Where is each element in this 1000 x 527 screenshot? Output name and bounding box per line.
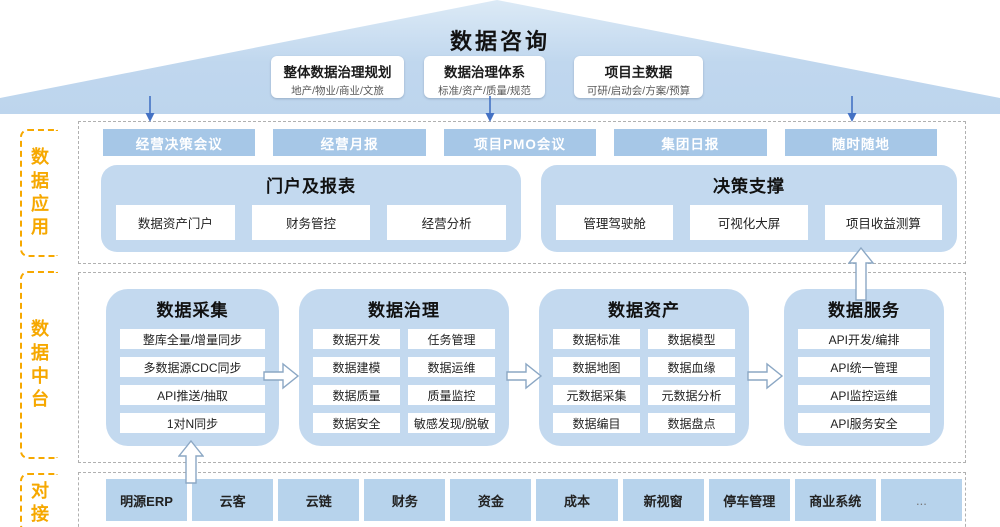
- right-arrow-icon: [263, 362, 300, 390]
- roof-box-subtitle: 地产/物业/商业/文旅: [291, 85, 384, 97]
- panel-item: 元数据采集: [553, 385, 640, 405]
- panel-item: 数据运维: [408, 357, 495, 377]
- up-arrow-icon: [848, 247, 874, 301]
- right-arrow-icon: [506, 362, 543, 390]
- panel-item: 管理驾驶舱: [556, 205, 674, 240]
- panel-items: 管理驾驶舱 可视化大屏 项目收益测算: [556, 205, 942, 240]
- panel-item: 1对N同步: [120, 413, 265, 433]
- panel-item: 数据编目: [553, 413, 640, 433]
- integration-system: 云链: [278, 479, 360, 521]
- panel-item: 质量监控: [408, 385, 495, 405]
- roof-box-title: 项目主数据: [604, 65, 673, 80]
- panel-item: 数据开发: [313, 329, 400, 349]
- panel-item: 数据建模: [313, 357, 400, 377]
- side-label-integration: 对接: [20, 473, 58, 527]
- panel-item: 财务管控: [251, 205, 371, 240]
- app-button-group-daily: 集团日报: [614, 129, 767, 156]
- side-label-data-platform: 数据中台: [20, 271, 58, 459]
- panel-item: 数据标准: [553, 329, 640, 349]
- integration-system: 新视窗: [622, 479, 704, 521]
- integration-system-row: 明源ERP 云客 云链 财务 资金 成本 新视窗 停车管理 商业系统 ...: [106, 479, 962, 521]
- app-button-decision-meeting: 经营决策会议: [103, 129, 256, 156]
- panel-data-governance: 数据治理 数据开发 任务管理 数据建模 数据运维 数据质量 质量监控 数据安全 …: [299, 289, 509, 446]
- section-integration: 明源ERP 云客 云链 财务 资金 成本 新视窗 停车管理 商业系统 ...: [78, 472, 966, 527]
- panel-data-services: 数据服务 API开发/编排 API统一管理 API监控运维 API服务安全: [784, 289, 944, 446]
- panel-item: 任务管理: [408, 329, 495, 349]
- panel-data-assets: 数据资产 数据标准 数据模型 数据地图 数据血缘 元数据采集 元数据分析 数据编…: [539, 289, 749, 446]
- roof-box-governance-plan: 整体数据治理规划 地产/物业/商业/文旅: [271, 56, 404, 98]
- panel-title: 数据服务: [828, 301, 900, 320]
- panel-item: 数据质量: [313, 385, 400, 405]
- roof-title: 数据咨询: [449, 29, 550, 54]
- integration-system: 财务: [364, 479, 446, 521]
- panel-item: API监控运维: [798, 385, 930, 405]
- panel-title: 决策支撑: [713, 177, 785, 196]
- integration-system: 明源ERP: [106, 479, 188, 521]
- roof-box-title: 整体数据治理规划: [283, 65, 392, 80]
- panel-item: 多数据源CDC同步: [120, 357, 265, 377]
- panel-items: 整库全量/增量同步 多数据源CDC同步 API推送/抽取 1对N同步: [120, 329, 265, 433]
- roof-box-title: 数据治理体系: [444, 65, 525, 80]
- integration-system: 云客: [192, 479, 274, 521]
- panel-item: 整库全量/增量同步: [120, 329, 265, 349]
- panel-title: 数据采集: [156, 301, 229, 320]
- panel-title: 数据资产: [608, 301, 680, 320]
- roof-box-subtitle: 可研/启动会/方案/预算: [586, 85, 691, 97]
- panel-item: 数据安全: [313, 413, 400, 433]
- panel-item: 数据资产门户: [116, 205, 235, 240]
- integration-system: 停车管理: [708, 479, 790, 521]
- panel-item: 数据血缘: [648, 357, 735, 377]
- side-label-text: 数据中台: [31, 319, 49, 410]
- panel-item: API统一管理: [798, 357, 930, 377]
- panel-title: 数据治理: [368, 301, 440, 320]
- integration-system: 商业系统: [794, 479, 876, 521]
- panel-item: 项目收益测算: [824, 205, 942, 240]
- panel-title: 门户及报表: [266, 177, 356, 196]
- roof-box-subtitle: 标准/资产/质量/规范: [438, 85, 531, 97]
- right-arrow-icon: [747, 362, 784, 390]
- side-label-data-application: 数据应用: [20, 129, 58, 257]
- panel-item: 敏感发现/脱敏: [408, 413, 495, 433]
- panel-portal-reports: 门户及报表 数据资产门户 财务管控 经营分析: [101, 165, 521, 252]
- app-button-pmo-meeting: 项目PMO会议: [443, 129, 597, 156]
- side-label-text: 对接: [31, 480, 49, 524]
- panel-item: API服务安全: [798, 413, 930, 433]
- up-arrow-icon: [178, 440, 204, 484]
- panel-item: 可视化大屏: [690, 205, 808, 240]
- panel-item: 元数据分析: [648, 385, 735, 405]
- panel-item: 数据盘点: [648, 413, 735, 433]
- down-arrow-icon: [145, 96, 155, 122]
- panel-item: 经营分析: [387, 205, 507, 240]
- side-label-text: 数据应用: [31, 147, 49, 238]
- panel-items: 数据标准 数据模型 数据地图 数据血缘 元数据采集 元数据分析 数据编目 数据盘…: [553, 329, 735, 433]
- panel-items: API开发/编排 API统一管理 API监控运维 API服务安全: [798, 329, 930, 433]
- section-data-application: 经营决策会议 经营月报 项目PMO会议 集团日报 随时随地 门户及报表 数据资产…: [78, 121, 966, 264]
- section-data-platform: 数据采集 整库全量/增量同步 多数据源CDC同步 API推送/抽取 1对N同步 …: [78, 272, 966, 463]
- integration-system: 成本: [536, 479, 618, 521]
- panel-decision-support: 决策支撑 管理驾驶舱 可视化大屏 项目收益测算: [541, 165, 957, 252]
- roof-box-governance-system: 数据治理体系 标准/资产/质量/规范: [424, 56, 545, 98]
- integration-system-more: ...: [880, 479, 962, 521]
- panel-item: 数据地图: [553, 357, 640, 377]
- panel-item: API推送/抽取: [120, 385, 265, 405]
- integration-system: 资金: [450, 479, 532, 521]
- panel-item: API开发/编排: [798, 329, 930, 349]
- app-button-monthly-report: 经营月报: [273, 129, 426, 156]
- down-arrow-icon: [485, 96, 495, 122]
- panel-items: 数据开发 任务管理 数据建模 数据运维 数据质量 质量监控 数据安全 敏感发现/…: [313, 329, 495, 433]
- roof-box-project-master-data: 项目主数据 可研/启动会/方案/预算: [574, 56, 703, 98]
- down-arrow-icon: [847, 96, 857, 122]
- panel-data-collection: 数据采集 整库全量/增量同步 多数据源CDC同步 API推送/抽取 1对N同步: [106, 289, 279, 446]
- application-button-row: 经营决策会议 经营月报 项目PMO会议 集团日报 随时随地: [103, 129, 938, 156]
- panel-item: 数据模型: [648, 329, 735, 349]
- app-button-anytime: 随时随地: [784, 129, 938, 156]
- panel-items: 数据资产门户 财务管控 经营分析: [116, 205, 507, 240]
